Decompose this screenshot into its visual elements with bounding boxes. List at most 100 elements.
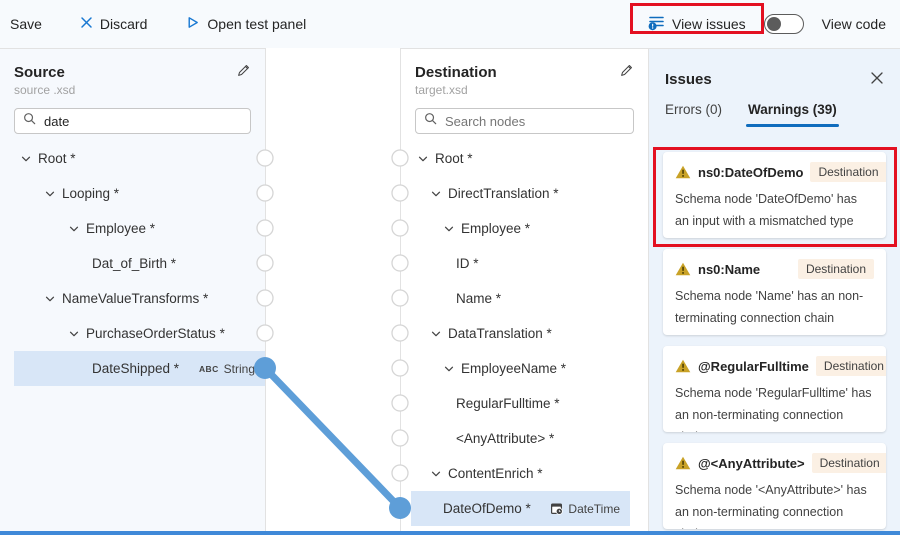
save-button[interactable]: Save (10, 16, 42, 32)
chevron-down-icon[interactable] (430, 328, 448, 340)
tree-item-dat-of-birth[interactable]: Dat_of_Birth * (0, 246, 265, 281)
tab-warnings[interactable]: Warnings (39) (746, 102, 839, 127)
tree-item-purchaseorderstatus[interactable]: PurchaseOrderStatus * (0, 316, 265, 351)
view-issues-button[interactable]: View issues (648, 14, 746, 34)
tree-item-employee[interactable]: Employee * (0, 211, 265, 246)
tree-item-name[interactable]: Name * (401, 281, 648, 316)
discard-button[interactable]: Discard (80, 16, 147, 32)
bottom-accent-bar (0, 531, 900, 535)
mapping-connection-line[interactable] (261, 364, 404, 512)
destination-badge: Destination (815, 356, 886, 376)
view-code-toggle[interactable] (763, 14, 804, 34)
tree-item-label: DateShipped * (92, 361, 180, 376)
issues-panel: Issues Errors (0) Warnings (39) ns0:Date… (649, 48, 900, 531)
warning-description: Schema node 'Name' has an non-terminatin… (675, 289, 864, 325)
tree-item-label: ContentEnrich * (448, 466, 543, 481)
warning-title: ns0:Name (698, 261, 761, 277)
warning-triangle-icon (675, 359, 691, 373)
edit-source-schema-button[interactable] (236, 63, 251, 81)
tree-item-dateofdemo[interactable]: DateOfDemo * DateTime (411, 491, 630, 526)
tree-item-label: Looping * (62, 186, 120, 201)
warning-title: @<AnyAttribute> (698, 455, 805, 471)
warning-triangle-icon (675, 456, 691, 470)
close-icon (870, 71, 884, 88)
issues-tabs: Errors (0) Warnings (39) (649, 102, 900, 127)
warning-description: Schema node 'RegularFulltime' has an non… (675, 386, 872, 432)
destination-search-input[interactable] (443, 112, 625, 130)
destination-badge: Destination (810, 162, 886, 182)
edit-destination-schema-button[interactable] (619, 63, 634, 81)
chevron-down-icon[interactable] (68, 223, 86, 235)
warning-card-header: @<AnyAttribute> Destination (675, 453, 886, 473)
tree-item-anyattribute[interactable]: <AnyAttribute> * (401, 421, 648, 456)
view-code-label: View code (821, 16, 886, 32)
tree-item-label: DateOfDemo * (443, 501, 531, 516)
destination-panel-title: Destination (415, 63, 497, 81)
chevron-down-icon[interactable] (443, 223, 461, 235)
chevron-down-icon[interactable] (443, 363, 461, 375)
chevron-down-icon[interactable] (20, 153, 38, 165)
destination-schema-filename: target.xsd (415, 83, 468, 97)
destination-panel: Destination target.xsd Root * DirectTrans… (400, 48, 649, 531)
tree-item-employeename[interactable]: EmployeeName * (401, 351, 648, 386)
tree-item-label: Root * (38, 151, 76, 166)
open-test-panel-button[interactable]: Open test panel (185, 15, 306, 33)
view-issues-label: View issues (671, 16, 746, 32)
tree-item-contentenrich[interactable]: ContentEnrich * (401, 456, 648, 491)
chevron-down-icon[interactable] (44, 293, 62, 305)
tree-item-label: Employee * (461, 221, 531, 236)
source-panel-title: Source (14, 63, 65, 81)
tree-item-employee[interactable]: Employee * (401, 211, 648, 246)
tree-item-label: NameValueTransforms * (62, 291, 209, 306)
tree-item-label: <AnyAttribute> * (456, 431, 555, 446)
tree-item-datatranslation[interactable]: DataTranslation * (401, 316, 648, 351)
data-type-badge: DateTime (550, 502, 630, 516)
chevron-down-icon[interactable] (417, 153, 435, 165)
tab-errors[interactable]: Errors (0) (665, 102, 722, 117)
data-type-label: DateTime (568, 501, 620, 516)
pencil-icon (236, 63, 251, 81)
warning-title: @RegularFulltime (698, 358, 809, 374)
destination-badge: Destination (797, 259, 874, 279)
destination-badge: Destination (811, 453, 886, 473)
open-test-panel-label: Open test panel (207, 16, 307, 32)
tree-item-regularfulltime[interactable]: RegularFulltime * (401, 386, 648, 421)
tree-item-label: Name * (456, 291, 502, 306)
destination-search-box (415, 108, 634, 134)
save-label: Save (10, 16, 42, 32)
chevron-down-icon[interactable] (68, 328, 86, 340)
tree-item-id[interactable]: ID * (401, 246, 648, 281)
chevron-down-icon[interactable] (430, 468, 448, 480)
tree-item-namevaluetransforms[interactable]: NameValueTransforms * (0, 281, 265, 316)
tree-item-looping[interactable]: Looping * (0, 176, 265, 211)
close-issues-button[interactable] (870, 71, 884, 88)
chevron-down-icon[interactable] (44, 188, 62, 200)
search-icon (23, 112, 36, 130)
tree-item-label: DirectTranslation * (448, 186, 559, 201)
tree-item-label: Dat_of_Birth * (92, 256, 177, 271)
source-search-box (14, 108, 251, 134)
chevron-down-icon[interactable] (430, 188, 448, 200)
abc-string-icon: ABC (199, 363, 219, 374)
source-search-input[interactable] (42, 112, 242, 130)
tree-item-root[interactable]: Root * (401, 141, 648, 176)
tree-item-directtranslation[interactable]: DirectTranslation * (401, 176, 648, 211)
issues-list-icon (648, 14, 665, 34)
warning-triangle-icon (675, 165, 691, 179)
play-icon (185, 15, 200, 33)
tree-item-root[interactable]: Root * (0, 141, 265, 176)
warning-triangle-icon (675, 262, 691, 276)
issues-panel-title: Issues (665, 70, 712, 88)
toolbar: Save Discard Open test panel View issues (0, 0, 900, 48)
warning-card-header: @RegularFulltime Destination (675, 356, 886, 376)
dismiss-icon (80, 16, 93, 32)
warning-card-header: ns0:Name Destination (675, 259, 874, 279)
toggle-knob (766, 17, 781, 31)
